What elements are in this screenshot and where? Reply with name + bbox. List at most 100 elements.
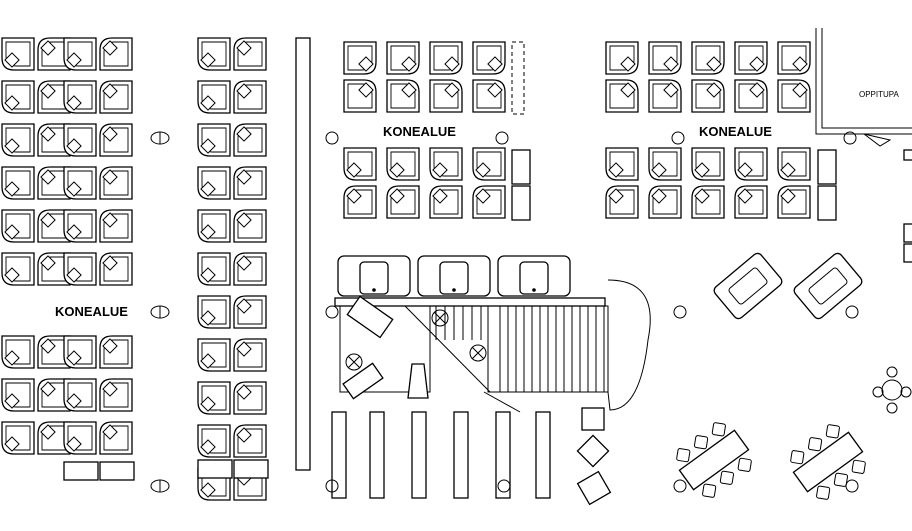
workstation-desk-icon <box>63 421 97 455</box>
workstation-desk-icon <box>386 185 420 219</box>
workstation-desk-icon <box>233 252 267 286</box>
workstation-desk-icon <box>197 80 231 114</box>
workstation-desk-icon <box>472 147 506 181</box>
workstation-desk-icon <box>343 41 377 75</box>
workstation-desk-icon <box>99 37 133 71</box>
wall-stub <box>903 149 912 161</box>
workstation-desk-icon <box>63 166 97 200</box>
bench <box>495 411 511 499</box>
workstation-desk-icon <box>691 185 725 219</box>
pillar-icon <box>325 305 339 319</box>
workstation-desk-icon <box>63 335 97 369</box>
area-label-center: KONEALUE <box>383 124 456 139</box>
workstation-desk-icon <box>99 123 133 157</box>
lounge-pod <box>793 252 863 320</box>
workstation-desk-icon <box>99 209 133 243</box>
workstation-desk-icon <box>233 80 267 114</box>
workstation-desk-icon <box>648 185 682 219</box>
pillar-icon <box>845 479 859 493</box>
workstation-desk-icon <box>1 80 35 114</box>
workstation-desk-icon <box>99 421 133 455</box>
workstation-desk-icon <box>343 185 377 219</box>
lounge-pod <box>713 252 783 320</box>
side-table <box>99 461 135 481</box>
workstation-desk-icon <box>1 378 35 412</box>
workstation-desk-icon <box>233 209 267 243</box>
workstation-desk-icon <box>99 252 133 286</box>
lounge-pod-seat <box>808 267 848 305</box>
bench <box>331 411 347 499</box>
workstation-desk-icon <box>99 166 133 200</box>
side-table <box>63 461 99 481</box>
workstation-desk-icon <box>386 41 420 75</box>
stool <box>576 434 610 468</box>
table-top <box>678 429 750 491</box>
lounge-seat <box>519 261 549 295</box>
pillar-icon <box>495 131 509 145</box>
workstation-desk-icon <box>605 185 639 219</box>
pillar-icon <box>497 479 511 493</box>
pillar-icon <box>673 479 687 493</box>
pillar-icon <box>843 131 857 145</box>
workstation-desk-icon <box>1 166 35 200</box>
round-table <box>881 379 903 401</box>
workstation-desk-icon <box>429 147 463 181</box>
workstation-desk-icon <box>648 41 682 75</box>
workstation-desk-icon <box>63 80 97 114</box>
workstation-desk-icon <box>197 252 231 286</box>
pillar-icon <box>325 131 339 145</box>
workstation-desk-icon <box>343 79 377 113</box>
side-panel <box>511 149 531 185</box>
workstation-desk-icon <box>691 41 725 75</box>
area-label-left: KONEALUE <box>55 304 128 319</box>
wall-stub <box>903 223 912 243</box>
door <box>863 133 892 147</box>
workstation-desk-icon <box>472 185 506 219</box>
lounge-pod-seat <box>728 267 768 305</box>
workstation-desk-icon <box>386 79 420 113</box>
workstation-desk-icon <box>63 37 97 71</box>
workstation-desk-icon <box>429 185 463 219</box>
workstation-desk-icon <box>63 209 97 243</box>
bench <box>535 411 551 499</box>
table-top <box>792 431 864 493</box>
workstation-desk-icon <box>734 147 768 181</box>
stool <box>581 407 605 431</box>
room-label: OPPITUPA <box>859 90 900 99</box>
workstation-desk-icon <box>197 166 231 200</box>
workstation-desk-icon <box>691 79 725 113</box>
workstation-desk-icon <box>233 381 267 415</box>
workstation-desk-icon <box>197 295 231 329</box>
workstation-desk-icon <box>777 185 811 219</box>
pillar-icon <box>673 305 687 319</box>
workstation-desk-icon <box>1 123 35 157</box>
meeting-table <box>784 418 872 506</box>
staircase <box>334 279 651 413</box>
workstation-desk-icon <box>1 421 35 455</box>
workstation-desk-icon <box>1 335 35 369</box>
workstation-desk-icon <box>777 41 811 75</box>
chair-icon <box>886 402 898 414</box>
bench <box>411 411 427 499</box>
chair-icon <box>900 386 912 398</box>
meeting-table <box>670 416 758 504</box>
area-label-right: KONEALUE <box>699 124 772 139</box>
workstation-desk-icon <box>99 378 133 412</box>
workstation-desk-icon <box>648 147 682 181</box>
workstation-desk-icon <box>605 41 639 75</box>
workstation-desk-icon <box>386 147 420 181</box>
workstation-desk-icon <box>777 79 811 113</box>
workstation-desk-icon <box>691 147 725 181</box>
workstation-desk-icon <box>472 41 506 75</box>
workstation-desk-icon <box>233 338 267 372</box>
workstation-desk-icon <box>429 79 463 113</box>
chair-icon <box>886 366 898 378</box>
workstation-desk-icon <box>233 295 267 329</box>
bench <box>453 411 469 499</box>
lounge-seat <box>439 261 469 295</box>
workstation-desk-icon <box>734 41 768 75</box>
dashed-panel <box>511 41 525 115</box>
workstation-desk-icon <box>648 79 682 113</box>
workstation-desk-icon <box>777 147 811 181</box>
side-panel <box>817 185 837 221</box>
